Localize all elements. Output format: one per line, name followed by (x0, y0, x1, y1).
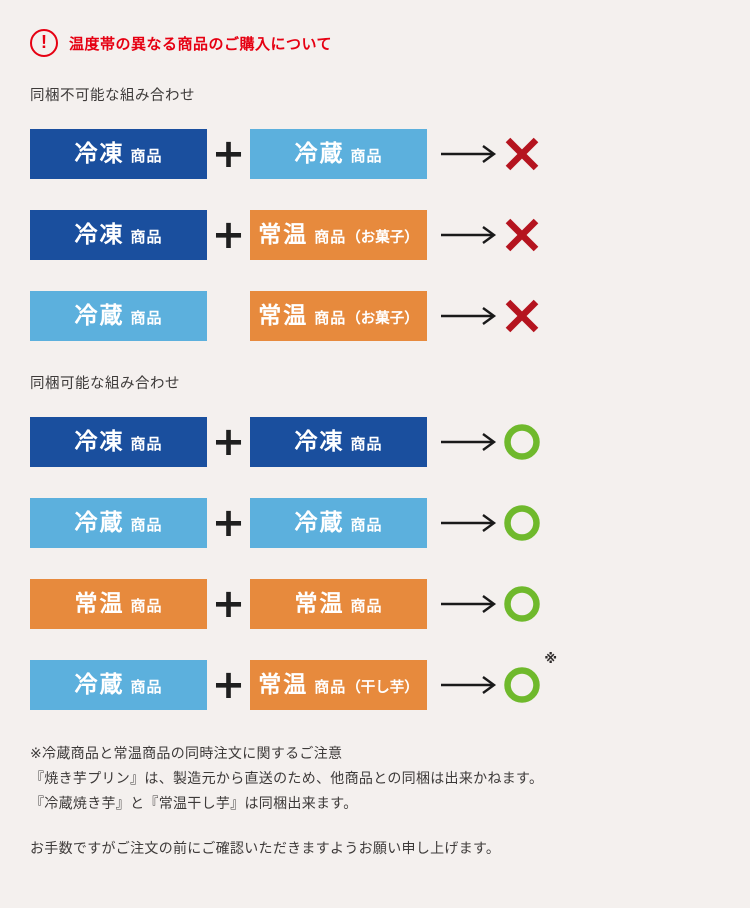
product-box-left-ambient: 常温商品 (30, 579, 207, 629)
arrow-right-icon (440, 593, 498, 615)
result-mark: ※ (503, 651, 557, 704)
result-mark (503, 423, 541, 461)
product-word-label: 商品 (314, 228, 347, 246)
plus-sign: + (211, 419, 246, 465)
product-category-label: 冷凍 (74, 221, 125, 248)
product-category-label: 冷凍 (294, 428, 345, 455)
product-box-right-ambient: 常温商品（干し芋） (250, 660, 427, 710)
reference-mark: ※ (544, 651, 557, 666)
product-word-label: 商品 (130, 228, 163, 246)
product-box-right-frozen: 冷凍商品 (250, 417, 427, 467)
product-category-label: 冷蔵 (294, 140, 345, 167)
footnote-line-1: 『焼き芋プリン』は、製造元から直送のため、他商品との同梱は出来かねます。 (30, 770, 544, 786)
arrow-right-icon (440, 143, 498, 165)
combination-row: 冷凍商品 + 冷蔵商品 (30, 129, 720, 179)
section-heading: 同梱可能な組み合わせ (30, 376, 180, 392)
footnote-line-2: 『冷蔵焼き芋』と『常温干し芋』は同梱出来ます。 (30, 795, 358, 811)
product-category-label: 冷蔵 (74, 302, 125, 329)
product-box-right-ambient: 常温商品（お菓子） (250, 291, 427, 341)
plus-sign: + (211, 662, 246, 708)
product-box-left-frozen: 冷凍商品 (30, 210, 207, 260)
section-rows: 冷凍商品 + 冷凍商品 冷蔵商品 + 冷蔵商品 (30, 417, 720, 710)
product-category-label: 冷蔵 (74, 671, 125, 698)
product-word-label: 商品 (350, 147, 383, 165)
combination-row: 冷蔵商品 + 常温商品（お菓子） (30, 291, 720, 341)
product-note-label: （お菓子） (346, 310, 419, 327)
product-box-right-ambient: 常温商品 (250, 579, 427, 629)
combination-section: 同梱可能な組み合わせ 冷凍商品 + 冷凍商品 冷 (30, 372, 720, 710)
circle-icon (504, 424, 540, 460)
combination-sections: 同梱不可能な組み合わせ 冷凍商品 + 冷蔵商品 (30, 84, 720, 710)
product-box-right-chilled: 冷蔵商品 (250, 129, 427, 179)
product-box-left-frozen: 冷凍商品 (30, 417, 207, 467)
product-category-label: 冷凍 (74, 428, 125, 455)
product-word-label: 商品 (130, 147, 163, 165)
product-word-label: 商品 (350, 435, 383, 453)
plus-sign: + (211, 212, 246, 258)
result-mark (503, 216, 541, 254)
product-word-label: 商品 (130, 597, 163, 615)
product-category-label: 常温 (258, 221, 309, 248)
product-word-label: 商品 (350, 516, 383, 534)
product-box-left-chilled: 冷蔵商品 (30, 498, 207, 548)
product-note-label: （干し芋） (346, 679, 419, 696)
product-category-label: 常温 (74, 590, 125, 617)
plus-sign: + (211, 500, 246, 546)
product-word-label: 商品 (130, 516, 163, 534)
product-box-right-ambient: 常温商品（お菓子） (250, 210, 427, 260)
plus-sign: + (211, 581, 246, 627)
product-category-label: 冷凍 (74, 140, 125, 167)
product-category-label: 冷蔵 (294, 509, 345, 536)
arrow-right-icon (440, 431, 498, 453)
combination-row: 常温商品 + 常温商品 (30, 579, 720, 629)
footnote-heading: ※冷蔵商品と常温商品の同時注文に関するご注意 (30, 745, 343, 761)
product-word-label: 商品 (130, 435, 163, 453)
product-box-left-chilled: 冷蔵商品 (30, 660, 207, 710)
cross-icon (505, 218, 539, 252)
plus-sign: + (211, 131, 246, 177)
section-heading: 同梱不可能な組み合わせ (30, 88, 195, 104)
product-category-label: 常温 (258, 302, 309, 329)
product-word-label: 商品 (314, 678, 347, 696)
circle-icon (504, 586, 540, 622)
result-mark (503, 585, 541, 623)
circle-icon (504, 505, 540, 541)
combination-row: 冷蔵商品 + 常温商品（干し芋） ※ (30, 651, 720, 710)
product-box-left-chilled: 冷蔵商品 (30, 291, 207, 341)
section-rows: 冷凍商品 + 冷蔵商品 冷凍商品 + 常温商品 (30, 129, 720, 341)
page-title: 温度帯の異なる商品のご購入について (69, 35, 333, 53)
combination-row: 冷蔵商品 + 冷蔵商品 (30, 498, 720, 548)
product-box-left-frozen: 冷凍商品 (30, 129, 207, 179)
arrow-right-icon (440, 674, 498, 696)
footer-notes: ※冷蔵商品と常温商品の同時注文に関するご注意 『焼き芋プリン』は、製造元から直送… (30, 741, 720, 861)
product-word-label: 商品 (130, 678, 163, 696)
result-mark (503, 135, 541, 173)
product-word-label: 商品 (314, 309, 347, 327)
combination-row: 冷凍商品 + 冷凍商品 (30, 417, 720, 467)
product-category-label: 冷蔵 (74, 509, 125, 536)
product-category-label: 常温 (294, 590, 345, 617)
product-category-label: 常温 (258, 671, 309, 698)
cross-icon (505, 137, 539, 171)
circle-icon (504, 667, 540, 703)
notice-header: ! 温度帯の異なる商品のご購入について (30, 29, 720, 57)
cross-icon (505, 299, 539, 333)
product-note-label: （お菓子） (346, 229, 419, 246)
result-mark (503, 504, 541, 542)
arrow-right-icon (440, 512, 498, 534)
arrow-right-icon (440, 305, 498, 327)
result-mark (503, 297, 541, 335)
combination-row: 冷凍商品 + 常温商品（お菓子） (30, 210, 720, 260)
product-box-right-chilled: 冷蔵商品 (250, 498, 427, 548)
exclamation-circle-icon: ! (30, 29, 58, 57)
product-word-label: 商品 (350, 597, 383, 615)
combination-section: 同梱不可能な組み合わせ 冷凍商品 + 冷蔵商品 (30, 84, 720, 341)
closing-note: お手数ですがご注文の前にご確認いただきますようお願い申し上げます。 (30, 840, 501, 856)
product-word-label: 商品 (130, 309, 163, 327)
arrow-right-icon (440, 224, 498, 246)
